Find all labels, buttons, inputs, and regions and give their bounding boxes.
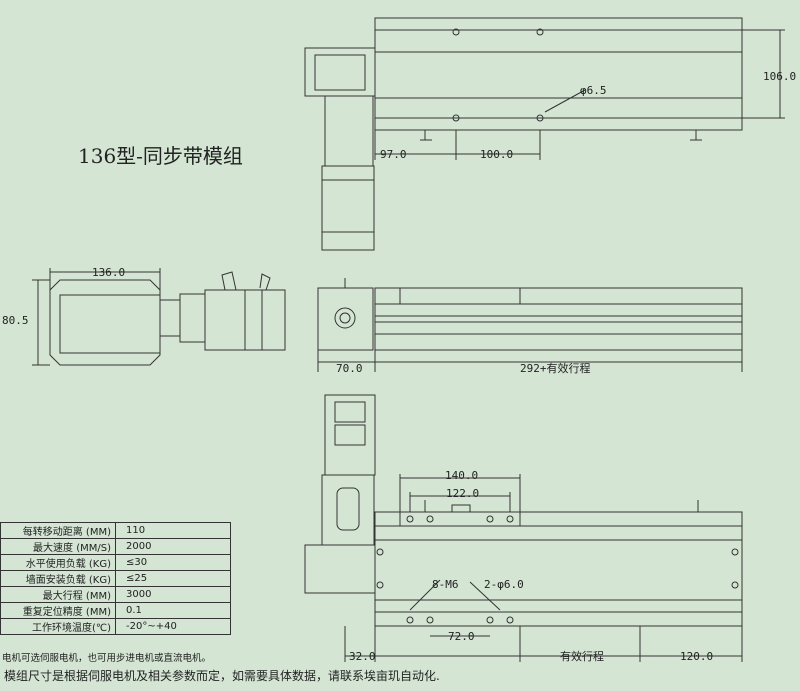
spec-label: 每转移动距离 (MM) bbox=[0, 522, 116, 539]
dim-carriage-inner: 122.0 bbox=[446, 487, 479, 500]
spec-value: ≤25 bbox=[115, 570, 231, 587]
motor-note: 电机可选伺服电机，也可用步进电机或直流电机。 bbox=[2, 653, 212, 664]
table-row: 最大速度 (MM/S)2000 bbox=[0, 538, 231, 555]
table-row: 最大行程 (MM)3000 bbox=[0, 586, 231, 603]
bottom-view-carriage bbox=[399, 511, 521, 527]
dim-bottom-stroke: 有效行程 bbox=[560, 649, 604, 663]
spec-value: 2000 bbox=[115, 538, 231, 555]
dim-side-offset: 70.0 bbox=[336, 362, 363, 375]
spec-label: 最大行程 (MM) bbox=[0, 586, 116, 603]
table-row: 工作环境温度(℃)-20°~+40 bbox=[0, 618, 231, 635]
dim-bottom-left: 32.0 bbox=[349, 650, 376, 663]
spec-label: 最大速度 (MM/S) bbox=[0, 538, 116, 555]
dim-bottom-pitch: 72.0 bbox=[448, 630, 475, 643]
spec-table: 每转移动距离 (MM)110 最大速度 (MM/S)2000 水平使用负载 (K… bbox=[0, 522, 231, 635]
side-view-mount bbox=[317, 287, 374, 351]
spec-label: 水平使用负载 (KG) bbox=[0, 554, 116, 571]
side-view-body bbox=[374, 287, 743, 351]
footer-note: 模组尺寸是根据伺服电机及相关参数而定，如需要具体数据，请联系埃亩玑自动化. bbox=[4, 669, 440, 683]
table-row: 重复定位精度 (MM)0.1 bbox=[0, 602, 231, 619]
dim-top-height: 106.0 bbox=[763, 70, 796, 83]
bottom-view-body bbox=[374, 511, 743, 627]
dim-side-length: 292+有效行程 bbox=[520, 361, 591, 375]
page-title: 136型-同步带模组 bbox=[78, 144, 243, 168]
table-row: 水平使用负载 (KG)≤30 bbox=[0, 554, 231, 571]
end-view-profile bbox=[49, 279, 161, 366]
table-row: 每转移动距离 (MM)110 bbox=[0, 522, 231, 539]
spec-label: 工作环境温度(℃) bbox=[0, 618, 116, 635]
spec-value: ≤30 bbox=[115, 554, 231, 571]
table-row: 墙面安装负载 (KG)≤25 bbox=[0, 570, 231, 587]
spec-label: 墙面安装负载 (KG) bbox=[0, 570, 116, 587]
dim-hole-dia: φ6.5 bbox=[580, 84, 607, 97]
bottom-view-motor bbox=[324, 394, 376, 476]
spec-value: 0.1 bbox=[115, 602, 231, 619]
dim-end-width: 136.0 bbox=[92, 266, 125, 279]
dim-bottom-right: 120.0 bbox=[680, 650, 713, 663]
side-view-carriage bbox=[399, 287, 521, 305]
spec-value: 110 bbox=[115, 522, 231, 539]
dim-end-height: 80.5 bbox=[2, 314, 29, 327]
dim-carriage-outer: 140.0 bbox=[445, 469, 478, 482]
dim-top-pitch-b: 100.0 bbox=[480, 148, 513, 161]
spec-value: 3000 bbox=[115, 586, 231, 603]
spec-value: -20°~+40 bbox=[115, 618, 231, 635]
dim-dowel-label: 2-φ6.0 bbox=[484, 578, 524, 591]
top-view-motor bbox=[324, 95, 374, 167]
dim-m6-label: 8-M6 bbox=[432, 578, 459, 591]
top-view-body bbox=[374, 17, 743, 131]
dim-top-pitch-a: 97.0 bbox=[380, 148, 407, 161]
spec-label: 重复定位精度 (MM) bbox=[0, 602, 116, 619]
